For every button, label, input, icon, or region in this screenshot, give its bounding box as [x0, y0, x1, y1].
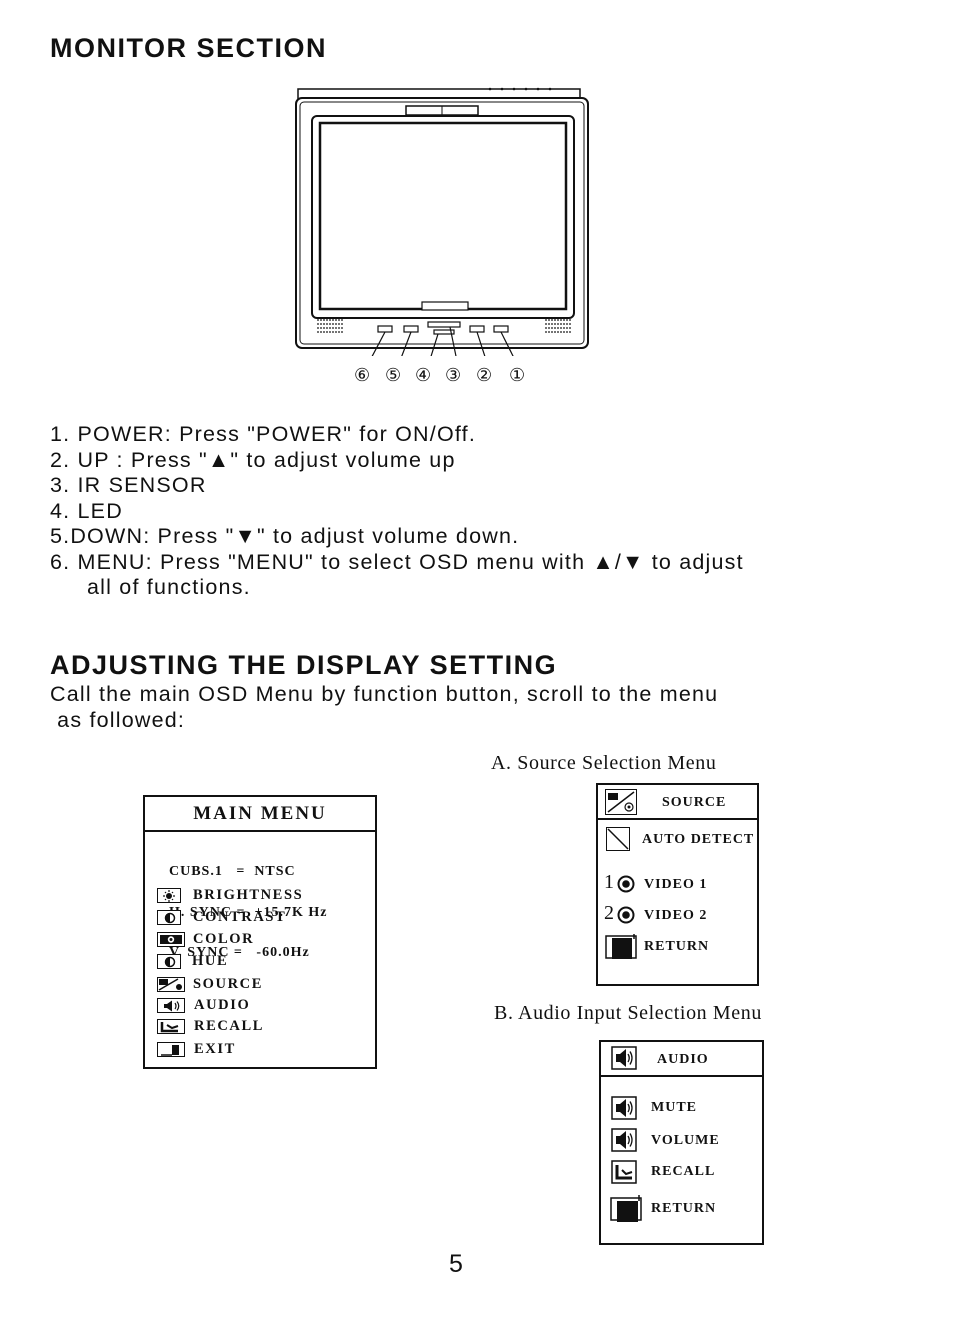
- control-menu: 6. MENU: Press "MENU" to select OSD menu…: [50, 549, 744, 574]
- callout-1: ①: [509, 365, 526, 386]
- menu-item-recall[interactable]: RECALL: [157, 1018, 367, 1041]
- control-down: 5.DOWN: Press "▼" to adjust volume down.: [50, 524, 520, 548]
- brightness-icon: [157, 888, 181, 903]
- hue-icon: [157, 954, 181, 969]
- main-menu-panel: MAIN MENU CUBS.1 = NTSC H. SYNC = +15.7K…: [143, 795, 377, 1069]
- callout-6: ⑥: [354, 365, 371, 386]
- menu-item-brightness[interactable]: BRIGHTNESS: [157, 887, 367, 910]
- menu-item-exit[interactable]: EXIT: [157, 1041, 367, 1064]
- audio-item-recall[interactable]: RECALL: [611, 1160, 759, 1184]
- menu-item-hue[interactable]: HUE: [157, 953, 367, 976]
- control-ir-sensor: 3. IR SENSOR: [50, 473, 207, 497]
- source-menu-header: SOURCE: [662, 795, 727, 810]
- audio-icon: [157, 998, 185, 1013]
- menu-item-label: SOURCE: [193, 976, 264, 992]
- source-menu-panel: SOURCE AUTO DETECT 1 VIDEO 1 2 VIDEO 2 R…: [596, 783, 759, 986]
- source-icon: [157, 977, 185, 992]
- menu-item-audio[interactable]: AUDIO: [157, 997, 367, 1020]
- audio-item-label: RETURN: [651, 1201, 717, 1216]
- source-item-label: VIDEO 1: [644, 877, 708, 892]
- audio-item-return[interactable]: RETURN: [609, 1194, 759, 1224]
- menu-item-label: CONTRAST: [193, 909, 287, 925]
- audio-item-mute[interactable]: MUTE: [611, 1096, 759, 1120]
- display-intro: Call the main OSD Menu by function butto…: [50, 682, 718, 733]
- mute-icon: [611, 1096, 637, 1120]
- control-menu-continued: all of functions.: [87, 575, 251, 599]
- control-up: 2. UP : Press "▲" to adjust volume up: [50, 447, 456, 472]
- return-icon: [605, 934, 637, 959]
- source-item-label: VIDEO 2: [644, 908, 708, 923]
- main-menu-title: MAIN MENU: [193, 803, 327, 824]
- main-menu-info: CUBS.1 = NTSC H. SYNC = +15.7K Hz V. SYN…: [169, 838, 327, 987]
- volume-icon: [611, 1128, 637, 1152]
- callout-2: ②: [476, 365, 493, 386]
- audio-menu-header: AUDIO: [657, 1052, 709, 1067]
- audio-item-label: MUTE: [651, 1100, 697, 1115]
- source-item-label: RETURN: [644, 939, 710, 954]
- source-item-video1[interactable]: 1 VIDEO 1: [604, 871, 752, 895]
- source-item-label: AUTO DETECT: [642, 832, 755, 847]
- menu-item-color[interactable]: COLOR: [157, 931, 367, 954]
- source-menu-caption: A. Source Selection Menu: [491, 752, 717, 774]
- audio-menu-panel: AUDIO MUTE VOLUME RECALL RETURN: [599, 1040, 764, 1245]
- audio-item-label: VOLUME: [651, 1133, 720, 1148]
- recall-icon: [611, 1160, 637, 1184]
- main-menu-divider: [145, 830, 375, 832]
- monitor-illustration: [295, 87, 589, 356]
- callout-5: ⑤: [385, 365, 402, 386]
- menu-item-label: COLOR: [193, 931, 255, 947]
- source-item-return[interactable]: RETURN: [604, 933, 752, 961]
- return-icon: [610, 1195, 642, 1222]
- controls-list: 1. POWER: Press "POWER" for ON/Off. 2. U…: [50, 422, 744, 601]
- audio-item-label: RECALL: [651, 1164, 716, 1179]
- audio-menu-caption: B. Audio Input Selection Menu: [494, 1002, 762, 1024]
- info-cubs: CUBS.1 = NTSC: [169, 864, 296, 879]
- audio-menu-divider: [601, 1075, 762, 1077]
- source-menu-divider: [598, 818, 757, 820]
- callout-4: ④: [415, 365, 432, 386]
- video1-icon: [617, 875, 635, 893]
- callout-3: ③: [445, 365, 462, 386]
- audio-header-icon: [611, 1046, 637, 1070]
- display-intro-line1: Call the main OSD Menu by function butto…: [50, 682, 719, 706]
- menu-item-label: BRIGHTNESS: [193, 887, 304, 903]
- source-item-auto-detect[interactable]: AUTO DETECT: [606, 827, 754, 855]
- contrast-icon: [157, 910, 181, 925]
- audio-item-volume[interactable]: VOLUME: [611, 1128, 759, 1152]
- recall-icon: [157, 1019, 185, 1034]
- control-led: 4. LED: [50, 498, 123, 523]
- menu-item-source[interactable]: SOURCE: [157, 976, 367, 999]
- menu-item-label: EXIT: [194, 1041, 236, 1057]
- control-power: 1. POWER: Press "POWER" for ON/Off.: [50, 422, 477, 446]
- menu-item-label: RECALL: [194, 1018, 265, 1034]
- display-intro-line2: as followed:: [50, 707, 186, 732]
- color-icon: [157, 932, 185, 947]
- exit-icon: [157, 1042, 185, 1057]
- auto-detect-icon: [606, 827, 630, 851]
- menu-item-label: HUE: [192, 953, 229, 969]
- info-hsync: H. SYNC = +15.7K Hz: [169, 904, 328, 920]
- source-header-icon: [605, 789, 637, 815]
- video1-number: 1: [604, 871, 614, 893]
- display-section-title: ADJUSTING THE DISPLAY SETTING: [50, 650, 558, 680]
- menu-item-label: AUDIO: [194, 997, 251, 1013]
- video2-icon: [617, 906, 635, 924]
- monitor-section-title: MONITOR SECTION: [50, 33, 328, 63]
- page-number: 5: [449, 1250, 463, 1278]
- menu-item-contrast[interactable]: CONTRAST: [157, 909, 367, 932]
- video2-number: 2: [604, 902, 614, 924]
- source-item-video2[interactable]: 2 VIDEO 2: [604, 902, 752, 926]
